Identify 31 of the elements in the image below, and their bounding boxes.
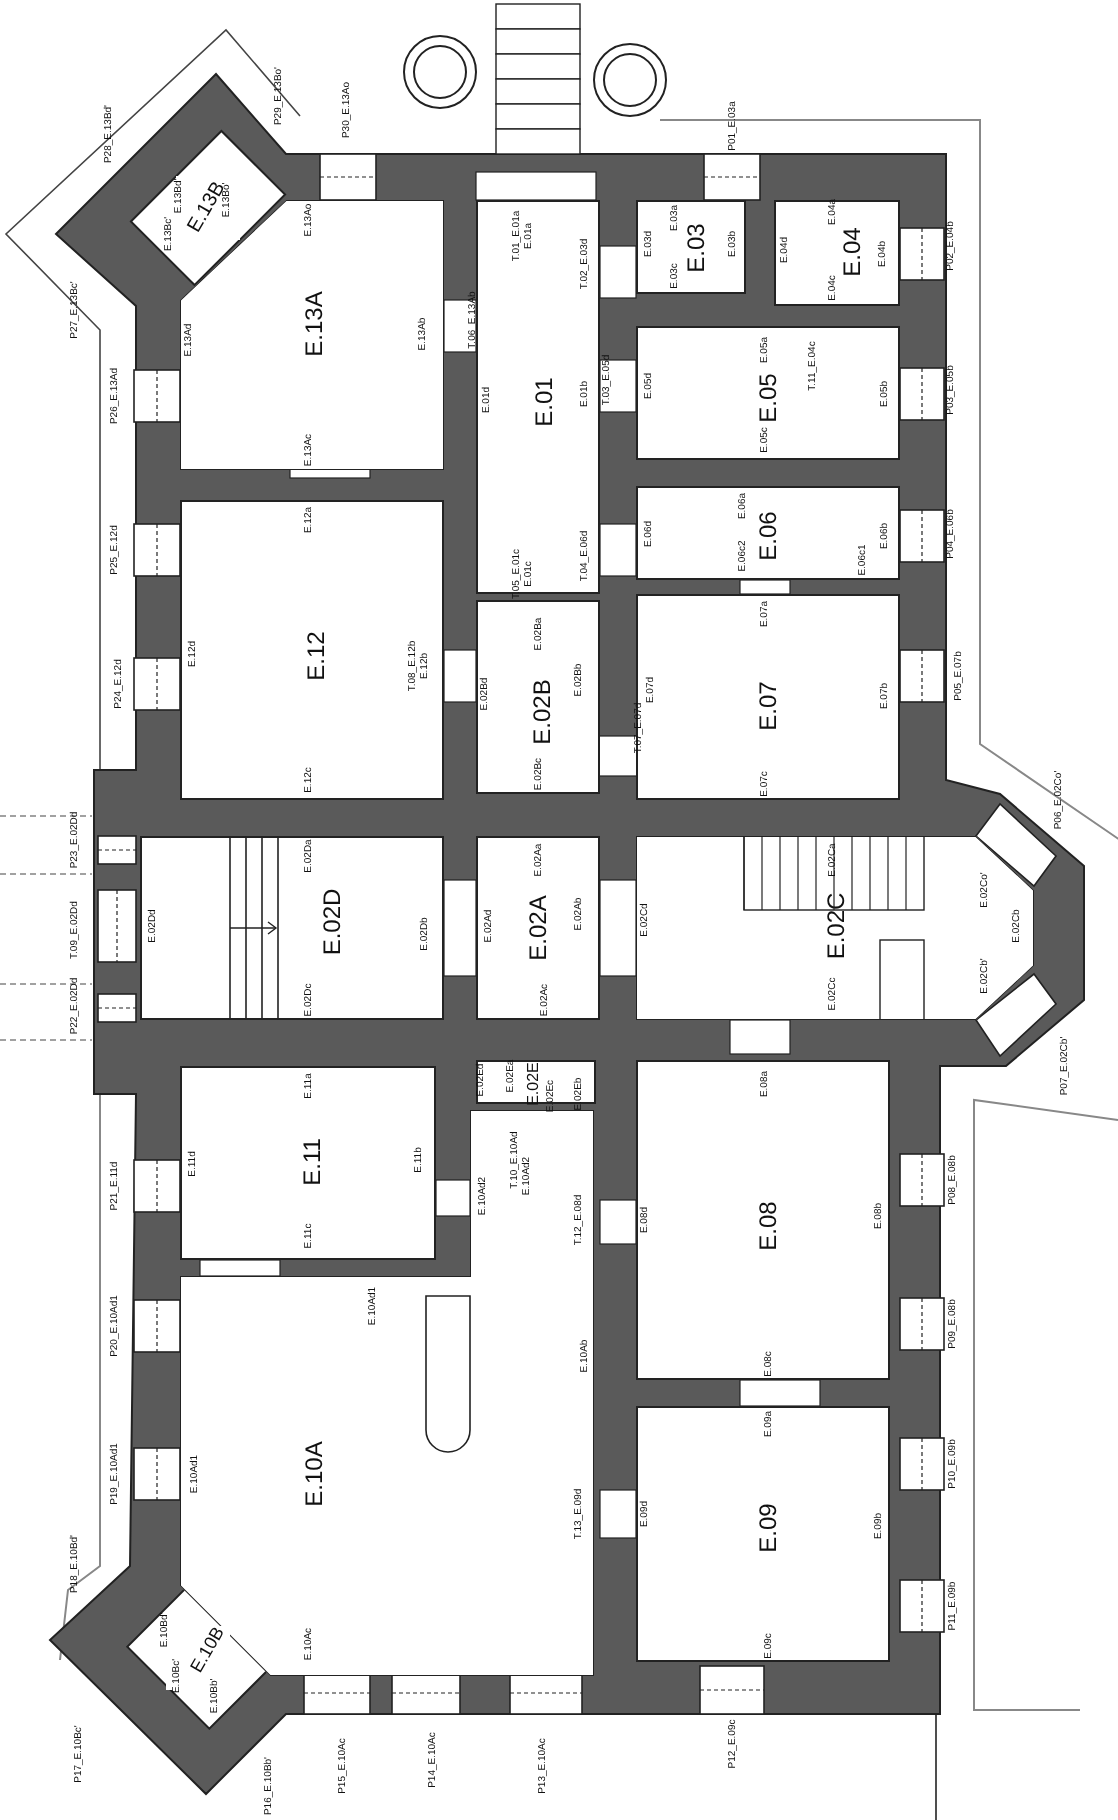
room [774, 200, 900, 306]
room-name: E.08 [756, 1201, 780, 1251]
room-name: E.02A [526, 895, 550, 961]
room [636, 836, 1036, 1020]
room [636, 594, 900, 800]
room [636, 1060, 890, 1380]
room-name: E.02C [824, 892, 848, 960]
room-name: E.12 [304, 631, 328, 681]
room [636, 326, 900, 460]
room [140, 836, 444, 1020]
room-name: E.05 [756, 373, 780, 423]
room [476, 600, 600, 794]
room [636, 200, 746, 294]
room-name: E.02E [526, 1062, 542, 1106]
room [180, 1110, 594, 1676]
room-name: E.02D [320, 888, 344, 956]
room-name: E.01 [532, 377, 556, 427]
room-name: E.13A [302, 291, 326, 357]
room [636, 486, 900, 580]
room-name: E.02B [530, 679, 554, 745]
room-name: E.07 [756, 681, 780, 731]
room-name: E.09 [756, 1503, 780, 1553]
room-name: E.10A [302, 1441, 326, 1507]
room [180, 500, 444, 800]
room-name: E.11 [300, 1138, 324, 1186]
room-name: E.04 [840, 227, 864, 277]
room-name: E.03 [684, 223, 708, 273]
room-name: E.06 [756, 511, 780, 561]
room [180, 1066, 436, 1260]
room [636, 1406, 890, 1662]
room [476, 836, 600, 1020]
